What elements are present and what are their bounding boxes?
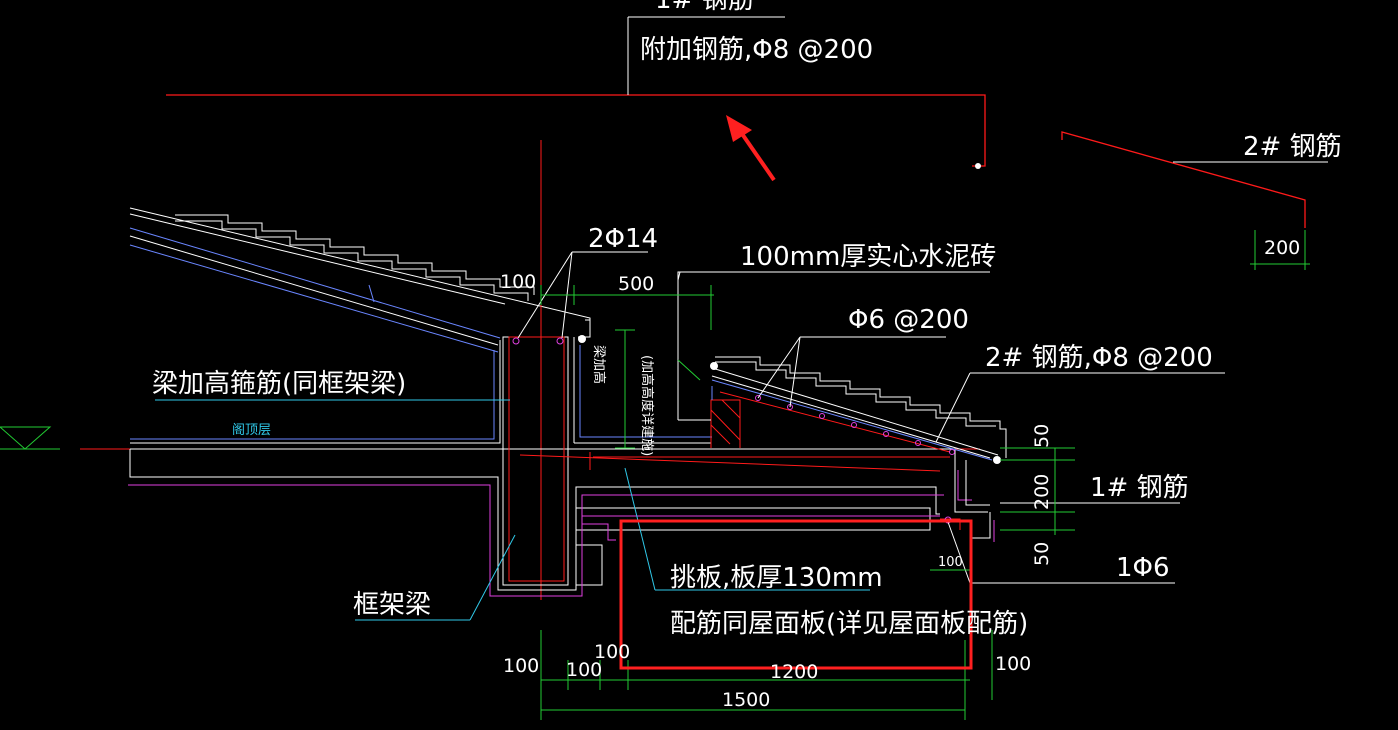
rebar-end-3 <box>578 335 586 343</box>
leader-lines <box>155 251 1225 621</box>
rebar-2-detail-label: 2# 钢筋 <box>1243 132 1342 162</box>
beam-raise-label: 梁加高 <box>591 345 607 384</box>
dim-100-top: 100 <box>500 271 536 293</box>
dim-100-c: 100 <box>594 641 630 663</box>
rebar-2-phi8-label: 2# 钢筋,Φ8 @200 <box>985 343 1213 373</box>
top-rebar-1-label: 1# 钢筋 <box>655 0 754 15</box>
dim-50-bottom: 50 <box>1031 542 1053 566</box>
one-phi6-label: 1Φ6 <box>1116 553 1170 583</box>
slab-rebar-label: 配筋同屋面板(详见屋面板配筋) <box>670 609 1028 639</box>
rebar-end-2 <box>993 456 1001 464</box>
right-roof-tiles <box>711 356 1007 459</box>
dim-200-right: 200 <box>1031 474 1053 510</box>
elevation-symbol <box>0 426 60 450</box>
additional-rebar-shape <box>166 16 986 169</box>
edge-upturn <box>957 460 995 542</box>
beam-raise-note: (加高高度详建施) <box>639 355 655 456</box>
attic-floor-label: 阁顶层 <box>232 423 271 438</box>
dim-100-inner: 100 <box>938 555 963 570</box>
dim-100-b: 100 <box>566 659 602 681</box>
phi6-200-label: Φ6 @200 <box>848 305 969 335</box>
slab-outline <box>129 336 988 591</box>
additional-rebar-label: 附加钢筋,Φ8 @200 <box>640 35 873 65</box>
dim-1500: 1500 <box>722 689 770 711</box>
dim-1200: 1200 <box>770 661 818 683</box>
right-slab-blue <box>711 379 993 461</box>
dim-100-a: 100 <box>503 655 539 677</box>
frame-beam-rebar <box>128 336 961 597</box>
highlight-box <box>619 519 973 670</box>
dimension-lines <box>540 285 1075 720</box>
rebar-end-1 <box>710 362 718 370</box>
dim-100-right: 100 <box>995 653 1031 675</box>
beam-inner-lines <box>130 319 712 440</box>
dim-500: 500 <box>618 273 654 295</box>
solid-brick-label: 100mm厚实心水泥砖 <box>740 242 996 272</box>
two-phi14-label: 2Φ14 <box>588 224 658 254</box>
cantilever-slab-label: 挑板,板厚130mm <box>670 563 883 593</box>
rebar-2-detail <box>1061 131 1328 270</box>
beam-stirrup-label: 梁加高箍筋(同框架梁) <box>152 369 406 399</box>
left-roof-slab <box>129 227 501 353</box>
right-rebar-dots <box>755 395 955 455</box>
rebar-1-right-label: 1# 钢筋 <box>1090 473 1189 503</box>
detail-dim-200: 200 <box>1264 237 1300 259</box>
annotation-arrow <box>726 115 776 182</box>
brick-wall <box>677 271 990 448</box>
frame-beam-label: 框架梁 <box>353 590 431 620</box>
dim-50-top: 50 <box>1031 424 1053 448</box>
